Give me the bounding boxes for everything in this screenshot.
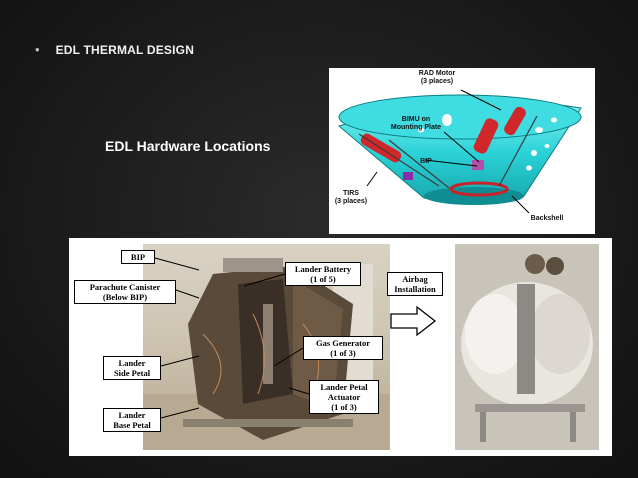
right-arrow-icon: [390, 306, 437, 336]
callout-lander-battery: Lander Battery(1 of 5): [285, 262, 361, 286]
callout-parachute-canister: Parachute Canister(Below BIP): [74, 280, 176, 304]
bullet-mark: •: [35, 42, 40, 57]
backshell-illustration: [337, 89, 582, 214]
label-rad-motor: RAD Motor(3 places): [418, 70, 456, 85]
slide-title: EDL THERMAL DESIGN: [55, 42, 195, 57]
airbag-photo: [455, 244, 599, 450]
callout-leader-lines: [154, 257, 310, 419]
hardware-photo-panel: BIP Parachute Canister(Below BIP) Lander…: [69, 238, 612, 456]
callout-gas-generator: Gas Generator(1 of 3): [303, 336, 383, 360]
bullet-row: • EDL THERMAL DESIGN: [35, 42, 194, 57]
airbag-photo-illustration: [455, 244, 599, 450]
label-backshell: Backshell: [530, 215, 564, 222]
section-subtitle: EDL Hardware Locations: [105, 138, 271, 154]
label-bip: BIP: [420, 158, 432, 165]
callout-bip: BIP: [121, 250, 155, 264]
label-tirs: TIRS(3 places): [334, 190, 368, 205]
